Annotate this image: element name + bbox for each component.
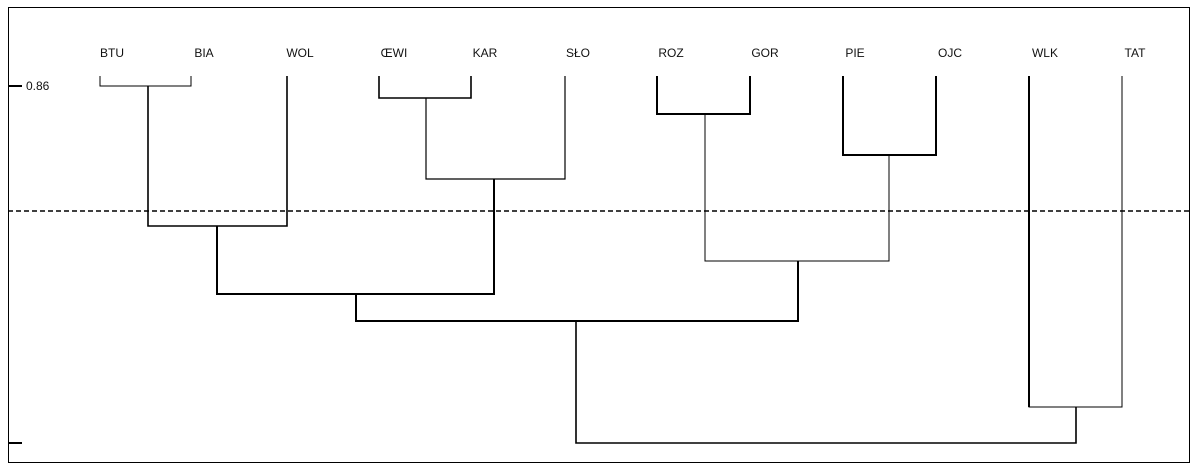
merge-pie-ojc: [842, 76, 937, 156]
dendrogram-branches: [99, 76, 1123, 444]
leaf-label: GOR: [751, 46, 779, 60]
leaf-label: WLK: [1032, 46, 1058, 60]
merge-rozgor-pieojc: [704, 114, 890, 262]
merge-btubia-wol: [147, 76, 288, 227]
leaf-label: WOL: [286, 46, 314, 60]
merge-cwikar-slo: [425, 76, 566, 180]
leaf-label: BIA: [194, 46, 213, 60]
leaf-label: BTU: [100, 46, 124, 60]
leaf-label: OJC: [938, 46, 962, 60]
merge-wlk-tat: [1028, 76, 1123, 408]
axis-tick-label: 0.86: [26, 79, 50, 93]
merge-cwi-kar: [378, 76, 472, 99]
merge-mid-groups: [355, 261, 799, 322]
leaf-label: PIE: [845, 46, 864, 60]
leaf-label: ROZ: [658, 46, 683, 60]
leaf-label: KAR: [473, 46, 498, 60]
leaf-label: TAT: [1125, 46, 1147, 60]
merge-left-groups: [216, 179, 495, 295]
dendrogram-frame: [8, 7, 1190, 463]
leaf-label: ŒWI: [381, 46, 408, 60]
merge-root: [575, 321, 1077, 444]
merge-roz-gor: [656, 76, 751, 115]
leaf-labels: BTU BIA WOL ŒWI KAR SŁO ROZ GOR PIE OJC …: [100, 46, 1146, 60]
merge-btu-bia: [99, 76, 192, 87]
leaf-label: SŁO: [566, 46, 590, 60]
